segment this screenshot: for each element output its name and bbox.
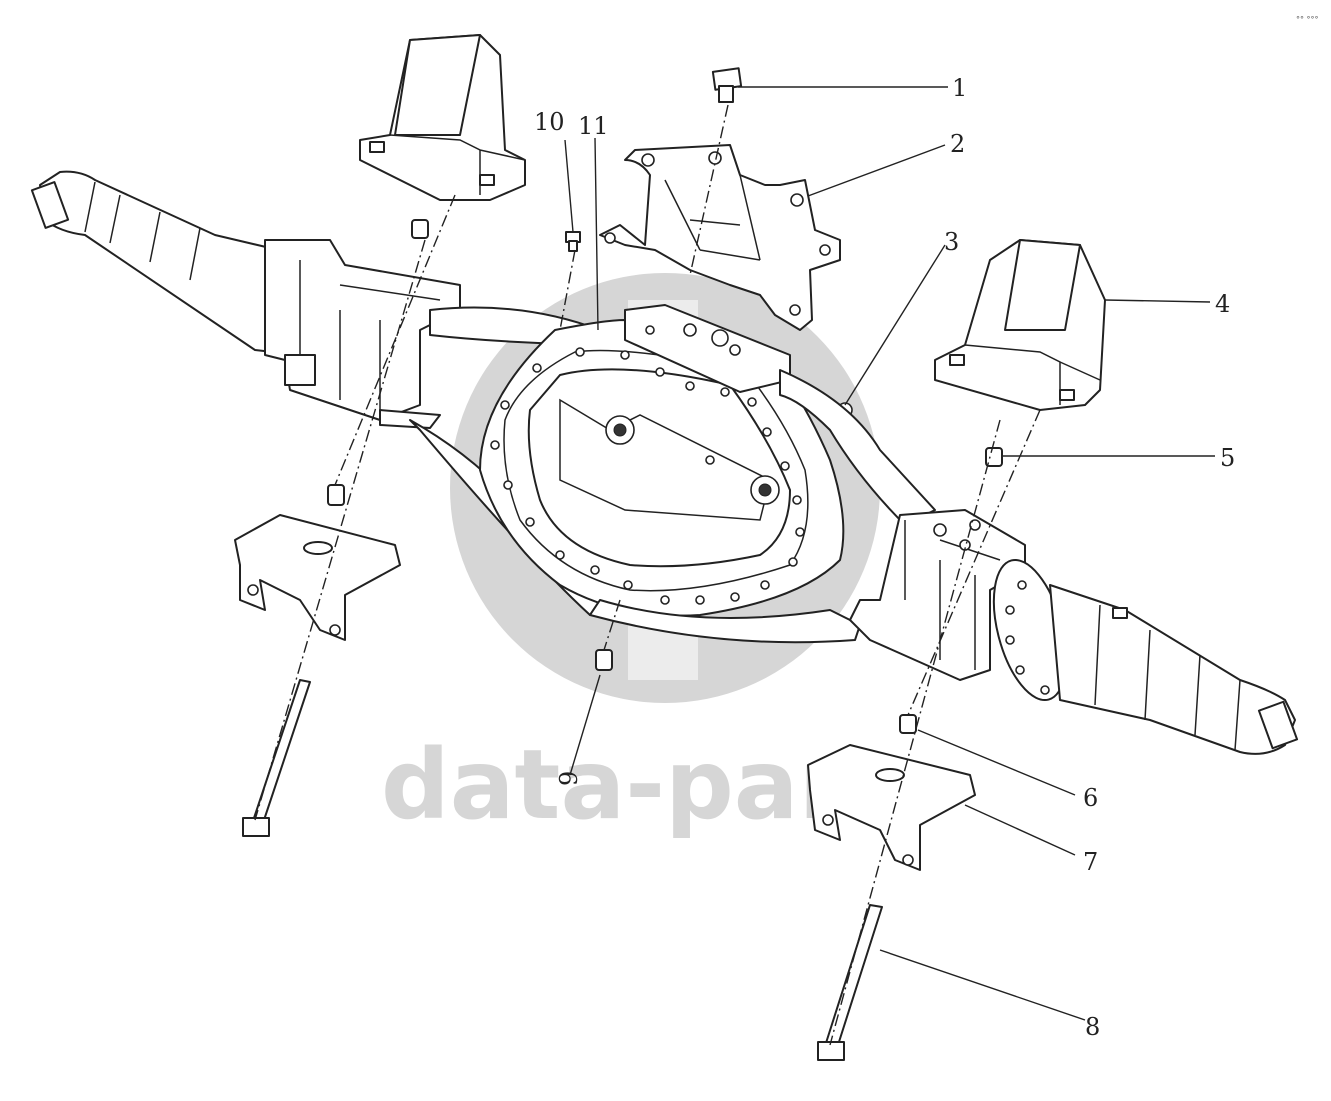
part-6-bushing — [899, 714, 917, 734]
callout-2: 2 — [950, 130, 965, 158]
callout-3: 3 — [944, 228, 959, 256]
part-1-bolt — [711, 67, 743, 103]
part-8-rod-right — [817, 904, 883, 1061]
callout-9: 9 — [555, 771, 583, 786]
part-10-plug-body — [568, 240, 578, 252]
corner-mark: °° °°° — [1296, 15, 1319, 24]
right-spring-seat — [849, 509, 1026, 681]
bushing-left-lower — [327, 484, 345, 506]
axle-housing — [30, 170, 1299, 755]
callout-8: 8 — [1085, 1013, 1100, 1041]
callout-7: 7 — [1083, 848, 1098, 876]
part-2-top-bracket — [599, 144, 841, 331]
part-7-spring-plate-left — [234, 514, 401, 641]
part-8-rod-left — [242, 679, 311, 837]
part-9-plug — [595, 649, 613, 671]
small-bushings — [327, 219, 1003, 734]
left-spindle — [39, 170, 301, 356]
part-4-saddle-left — [359, 34, 526, 201]
callout-10: 10 — [534, 108, 565, 136]
callout-6: 6 — [1083, 784, 1098, 812]
callout-5: 5 — [1220, 444, 1235, 472]
callout-4: 4 — [1215, 290, 1230, 318]
callouts: 1 2 3 4 5 6 7 8 9 10 11 — [534, 74, 1235, 1041]
callout-11: 11 — [578, 112, 609, 140]
flange-bolt-holes — [490, 347, 805, 605]
callout-1: 1 — [952, 74, 967, 102]
right-spindle-end — [1257, 700, 1299, 750]
part-4-saddle-right — [934, 239, 1106, 411]
part-5-bushing — [985, 447, 1003, 467]
leader-lines — [564, 86, 1215, 1021]
left-spindle-end — [30, 181, 70, 229]
right-spindle — [1049, 584, 1296, 755]
bushing-left-upper — [411, 219, 429, 239]
part-7-spring-plate-right — [807, 744, 976, 871]
assembly-center-lines — [254, 104, 1041, 1046]
